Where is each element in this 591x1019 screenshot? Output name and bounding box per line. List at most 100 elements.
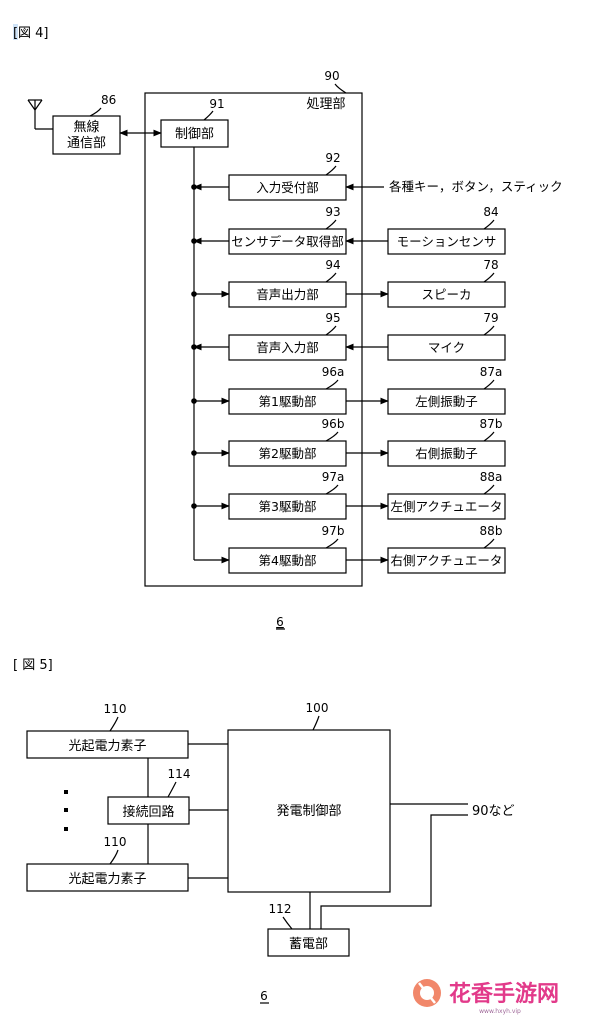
external-ref-2: 78	[483, 258, 498, 272]
block-leader-4	[325, 325, 337, 336]
block-ref-6: 96b	[322, 417, 345, 431]
block-row-4: 音声入力部 95 マイク 79	[191, 311, 506, 361]
audio-output-box	[228, 281, 347, 308]
storage-label: 蓄電部	[289, 937, 328, 952]
figure-5-number: 6	[260, 989, 268, 1003]
external-ref-6: 88a	[480, 470, 503, 484]
block-ref-8: 97b	[322, 524, 345, 538]
block-leader-2	[325, 219, 337, 230]
storage-box	[267, 928, 350, 957]
figure-4-caption-bracket: [	[13, 26, 18, 41]
block-label-3: 音声出力部	[256, 287, 319, 302]
block-row-5: 第1駆動部 96a 左側振動子 87a	[191, 365, 506, 415]
external-label-6: 左側アクチュエータ	[391, 499, 503, 514]
block-row-2: センサデータ取得部 93 モーションセンサ 84	[191, 205, 506, 255]
external-label-5: 右側振動子	[415, 446, 478, 461]
external-ref-4: 87a	[480, 365, 503, 379]
figure-4-number: 6	[276, 615, 284, 629]
figure-5-caption: [ 図 5]	[13, 658, 53, 673]
audio-input-box	[228, 334, 347, 361]
pv-element-bottom-leader	[109, 849, 119, 865]
block-ref-1: 92	[325, 151, 340, 165]
pv-element-top-box	[26, 730, 189, 759]
right-actuator-box	[387, 547, 506, 574]
storage-leader	[282, 916, 293, 930]
input-source-label: 各種キー，ボタン，スティック	[389, 179, 563, 194]
external-leader-3	[483, 325, 495, 336]
control-label: 制御部	[175, 127, 214, 142]
block-leader-5	[325, 379, 339, 390]
block-row-3: 音声出力部 94 スピーカ 78	[191, 258, 506, 308]
pv-element-bottom-box	[26, 863, 189, 892]
drive-4-box	[228, 547, 347, 574]
external-label-3: マイク	[428, 340, 465, 355]
external-label-2: スピーカ	[421, 287, 471, 302]
wireless-leader	[89, 107, 102, 117]
storage-output-line	[320, 814, 468, 929]
left-vibrator-box	[387, 388, 506, 415]
block-leader-3	[325, 272, 337, 283]
figure-5: [ 図 5] 光起電力素子 110 接続回路 114 光起電力素子 110 発電…	[13, 658, 515, 1004]
speaker-box	[387, 281, 506, 308]
pv-element-bottom-ref: 110	[104, 835, 127, 849]
processing-label: 処理部	[306, 97, 345, 112]
block-row-8: 第4駆動部 97b 右側アクチュエータ 88b	[228, 524, 506, 574]
block-row-6: 第2駆動部 96b 右側振動子 87b	[191, 417, 506, 467]
block-leader-7	[325, 484, 339, 495]
external-leader-6	[483, 484, 495, 495]
block-row-1: 入力受付部 92 各種キー，ボタン，スティック	[191, 151, 563, 201]
block-ref-3: 94	[325, 258, 340, 272]
external-leader-1	[483, 219, 495, 230]
block-label-5: 第1駆動部	[259, 394, 317, 409]
external-leader-5	[483, 431, 495, 442]
block-label-2: センサデータ取得部	[231, 234, 344, 249]
block-leader-1	[325, 165, 337, 176]
wireless-label-line2: 通信部	[67, 136, 106, 151]
connection-circuit-label: 接続回路	[122, 804, 174, 820]
power-gen-control-box	[227, 729, 391, 893]
watermark: 花香手游网 www.hxyh.vip	[413, 979, 559, 1015]
connection-circuit-box	[107, 796, 190, 825]
antenna-icon	[27, 99, 53, 130]
external-ref-7: 88b	[480, 524, 503, 538]
ellipsis-dot-3	[64, 827, 68, 831]
block-leader-8	[325, 538, 339, 549]
processing-unit-box	[144, 92, 363, 587]
control-ref: 91	[209, 97, 224, 111]
watermark-logo-icon	[413, 979, 441, 1007]
wireless-ref: 86	[101, 93, 116, 107]
figure-4: [ 図 4] 86 無線 通信部 90 処理部 制御部 91	[13, 24, 563, 630]
external-label-7: 右側アクチュエータ	[391, 553, 503, 568]
block-label-8: 第4駆動部	[259, 553, 317, 568]
pv-element-top-label: 光起電力素子	[68, 739, 146, 754]
block-row-7: 第3駆動部 97a 左側アクチュエータ 88a	[191, 470, 506, 520]
external-ref-3: 79	[483, 311, 498, 325]
block-ref-2: 93	[325, 205, 340, 219]
caption-highlight	[13, 24, 18, 40]
figure-4-caption: 図 4]	[18, 26, 48, 41]
wireless-label-line1: 無線	[73, 119, 99, 135]
external-ref-1: 84	[483, 205, 498, 219]
external-leader-4	[483, 379, 495, 390]
block-label-6: 第2駆動部	[259, 446, 317, 461]
sensor-data-box	[228, 228, 347, 255]
left-actuator-box	[387, 493, 506, 520]
pv-element-top-leader	[109, 716, 119, 732]
ellipsis-dot-1	[64, 790, 68, 794]
block-ref-5: 96a	[322, 365, 345, 379]
pv-element-top-ref: 110	[104, 702, 127, 716]
block-leader-6	[325, 431, 339, 442]
connection-circuit-leader	[167, 781, 177, 798]
block-label-4: 音声入力部	[256, 340, 319, 355]
connection-circuit-ref: 114	[168, 767, 191, 781]
external-label-4: 左側振動子	[415, 394, 478, 409]
block-ref-4: 95	[325, 311, 340, 325]
control-leader	[203, 110, 214, 121]
output-label: 90など	[472, 804, 515, 819]
power-gen-control-leader	[312, 715, 320, 731]
block-ref-7: 97a	[322, 470, 345, 484]
ellipsis-dot-2	[64, 808, 68, 812]
processing-leader	[334, 83, 347, 94]
external-label-1: モーションセンサ	[397, 234, 497, 249]
